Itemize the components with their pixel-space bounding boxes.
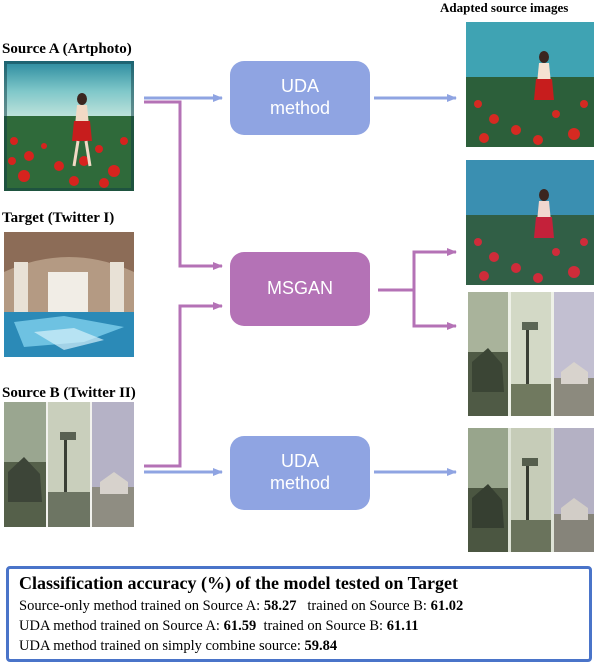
source-only-a-text: Source-only method trained on Source A: xyxy=(19,598,264,614)
uda-bottom-line-1: UDA xyxy=(280,451,319,472)
msgan-label: MSGAN xyxy=(266,278,333,299)
classification-accuracy-summary: Classification accuracy (%) of the model… xyxy=(6,566,592,662)
source-a-label: Source A (Artphoto) xyxy=(2,41,132,57)
uda-top-line-2: method xyxy=(269,98,331,118)
uda-a-value: 61.59 xyxy=(223,618,257,634)
uda-b-value: 61.11 xyxy=(386,618,419,634)
summary-line-source-only: Source-only method trained on Source A: … xyxy=(19,596,579,616)
uda-method-box-bottom: UDA method xyxy=(230,436,370,510)
arrow-source-b-to-msgan xyxy=(144,302,223,468)
summary-title: Classification accuracy (%) of the model… xyxy=(19,573,458,593)
summary-line-uda: UDA method trained on Source A: 61.59 tr… xyxy=(19,616,579,636)
source-b-label: Source B (Twitter II) xyxy=(2,385,136,401)
combined-text: UDA method trained on simply combine sou… xyxy=(19,638,305,654)
arrow-msgan-to-adapted-2 xyxy=(378,248,457,292)
arrow-source-a-to-msgan xyxy=(144,100,223,270)
source-only-b-value: 61.02 xyxy=(430,598,464,614)
target-image xyxy=(4,232,134,357)
uda-bottom-line-2: method xyxy=(269,473,331,493)
adapted-image-uda-source-b xyxy=(468,428,594,552)
source-only-a-value: 58.27 xyxy=(263,598,297,614)
combined-value: 59.84 xyxy=(304,638,338,654)
adapted-source-images-label: Adapted source images xyxy=(440,0,569,15)
uda-b-text: trained on Source B: xyxy=(256,618,387,634)
summary-line-combined: UDA method trained on simply combine sou… xyxy=(19,636,579,656)
uda-top-line-1: UDA xyxy=(280,76,319,97)
uda-a-text: UDA method trained on Source A: xyxy=(19,618,224,634)
adapted-image-msgan-source-a xyxy=(466,160,594,285)
arrow-msgan-to-adapted-3 xyxy=(378,288,457,330)
source-a-image xyxy=(4,61,134,191)
target-label: Target (Twitter I) xyxy=(2,210,115,226)
adapted-image-msgan-source-b xyxy=(468,292,594,416)
msgan-box: MSGAN xyxy=(230,252,370,326)
source-only-b-text: trained on Source B: xyxy=(296,598,431,614)
source-b-image xyxy=(4,402,134,527)
adapted-image-uda-source-a xyxy=(466,22,594,147)
uda-method-box-top: UDA method xyxy=(230,61,370,135)
